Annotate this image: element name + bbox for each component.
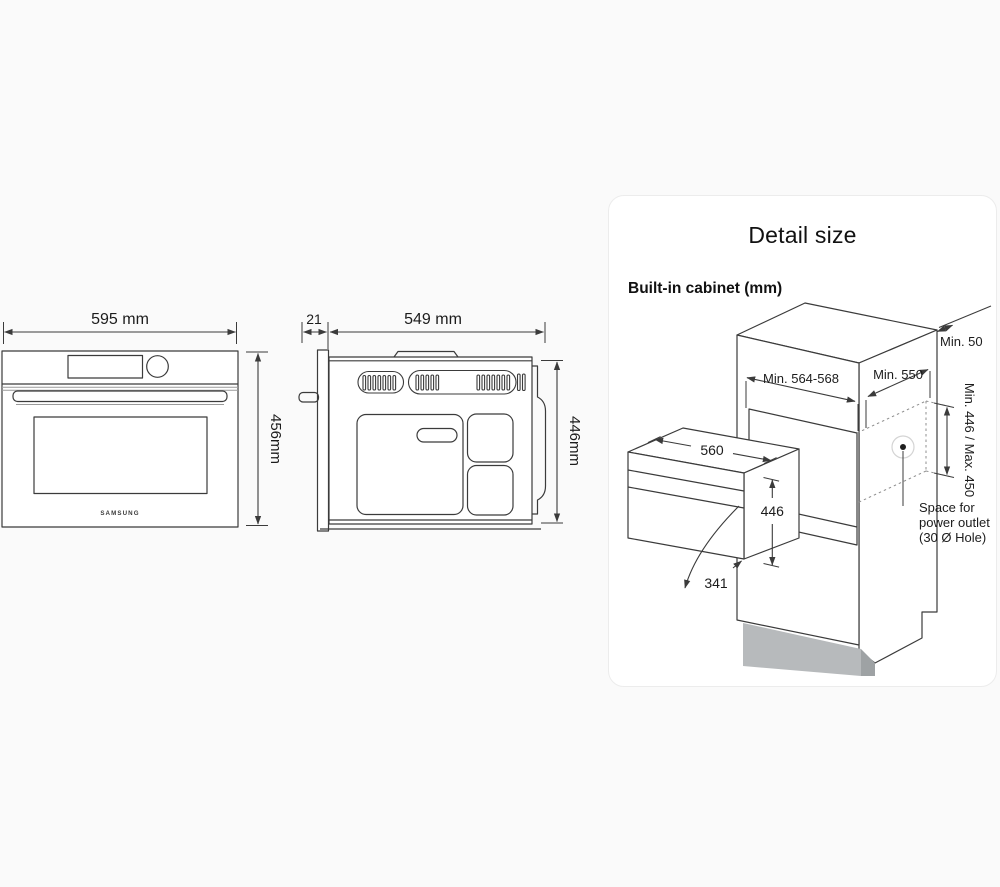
side-depth-dimension: 549 mm bbox=[329, 311, 546, 343]
oven-width-label: 560 bbox=[700, 442, 724, 458]
plinth-side bbox=[861, 649, 875, 676]
side-door-label: 21 bbox=[306, 311, 322, 327]
side-interior-panels bbox=[356, 413, 514, 516]
card-subtitle: Built-in cabinet (mm) bbox=[628, 280, 783, 297]
oven-front-view-drawing: SAMSUNG 595 mm 456mm bbox=[1, 311, 284, 528]
oven-front-outline bbox=[1, 350, 239, 528]
niche-width-dimension: Min. 564-568 bbox=[745, 371, 859, 431]
power-outlet-note: Space for power outlet (30 Ø Hole) bbox=[919, 500, 990, 545]
power-outlet-dot bbox=[900, 444, 906, 450]
front-width-label: 595 mm bbox=[91, 311, 149, 328]
front-width-dimension: 595 mm bbox=[3, 311, 237, 344]
door-swing-dimension: 341 bbox=[684, 505, 743, 591]
front-height-label: 456mm bbox=[267, 414, 284, 464]
front-height-dimension: 456mm bbox=[246, 351, 284, 526]
cabinet-isometric-drawing: Space for power outlet (30 Ø Hole) 560 bbox=[627, 302, 992, 676]
oven-height-dimension: 446 bbox=[761, 477, 785, 568]
oven-height-label: 446 bbox=[761, 503, 785, 519]
top-clearance-label: Min. 50 bbox=[940, 334, 983, 349]
side-top-bump bbox=[393, 350, 459, 358]
niche-height-label: Min. 446 / Max. 450 bbox=[962, 383, 977, 497]
control-display bbox=[67, 354, 144, 379]
niche-height-dimension: Min. 446 / Max. 450 bbox=[933, 383, 977, 497]
niche-depth-dimension: Min. 550 bbox=[865, 367, 931, 428]
side-door bbox=[316, 349, 330, 532]
svg-text:(30 Ø Hole): (30 Ø Hole) bbox=[919, 530, 986, 545]
side-height-dimension: 446mm bbox=[541, 360, 583, 524]
card-title: Detail size bbox=[748, 222, 857, 248]
samsung-logo: SAMSUNG bbox=[100, 510, 139, 517]
oven-side-view-drawing: 21 549 mm 446mm bbox=[298, 311, 583, 532]
svg-text:Space for: Space for bbox=[919, 500, 975, 515]
niche-depth-label: Min. 550 bbox=[873, 367, 923, 382]
niche-width-label: Min. 564-568 bbox=[763, 371, 839, 386]
plinth-front bbox=[743, 623, 861, 676]
side-door-dimension: 21 bbox=[301, 311, 329, 349]
side-handle bbox=[298, 391, 320, 403]
top-clearance-dimension: Min. 50 bbox=[936, 305, 992, 349]
door-window bbox=[33, 416, 208, 495]
side-height-label: 446mm bbox=[566, 416, 583, 466]
control-knob bbox=[146, 355, 169, 378]
svg-text:power outlet: power outlet bbox=[919, 515, 990, 530]
side-depth-label: 549 mm bbox=[404, 311, 462, 328]
oven-width-dimension: 560 bbox=[647, 436, 777, 465]
door-handle bbox=[12, 390, 228, 403]
door-swing-label: 341 bbox=[704, 575, 728, 591]
side-back-panel bbox=[532, 365, 547, 515]
vent-slots bbox=[357, 369, 526, 395]
